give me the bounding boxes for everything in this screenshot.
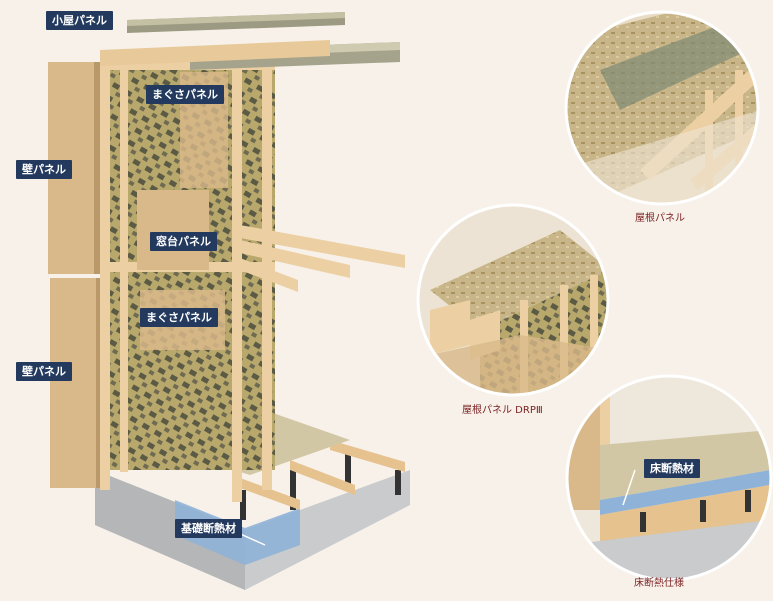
label-foundation-insulation: 基礎断熱材 — [175, 519, 242, 538]
floor-posts — [240, 450, 401, 520]
label-floor-insulation: 床断熱材 — [644, 459, 700, 478]
label-attic-panel: 小屋パネル — [46, 11, 113, 30]
window-sill-panel — [137, 190, 209, 270]
floor-insulation-leader — [622, 469, 636, 506]
label-window-sill-panel: 窓台パネル — [150, 232, 217, 251]
main-house — [48, 12, 410, 590]
wall-panel-lower — [50, 278, 96, 488]
label-wall-panel-lower: 壁パネル — [16, 362, 72, 381]
protruding-joists — [240, 225, 405, 292]
label-wall-panel-upper: 壁パネル — [16, 160, 72, 179]
caption-roof-panel-drp: 屋根パネル DRPⅢ — [462, 405, 543, 416]
floor-joists — [240, 440, 405, 510]
label-stud-panel-lower: まぐさパネル — [140, 308, 218, 327]
roof-panel-detail — [564, 10, 760, 206]
floor-insulation-detail — [565, 374, 773, 582]
caption-roof-panel: 屋根パネル — [635, 213, 685, 224]
roof-panel-drp-detail — [416, 203, 610, 397]
label-stud-panel-upper: まぐさパネル — [146, 85, 224, 104]
caption-floor-insulation-spec: 床断熱仕様 — [634, 578, 684, 589]
